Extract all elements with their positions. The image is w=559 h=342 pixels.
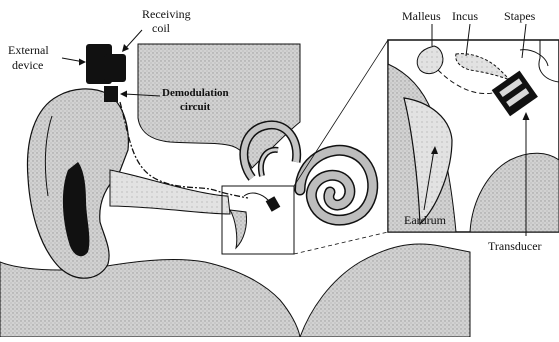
label-eardrum: Eardrum <box>404 213 447 227</box>
projection-line-bottom <box>294 232 388 254</box>
label-transducer: Transducer <box>488 239 542 253</box>
skin-tissue <box>0 260 300 337</box>
demodulation-circuit-box <box>104 86 118 102</box>
receiving-coil <box>104 54 126 82</box>
label-demodulation-circuit-line2: circuit <box>180 101 211 113</box>
cochlea <box>300 150 373 220</box>
label-receiving-coil: Receiving <box>142 7 191 21</box>
label-stapes: Stapes <box>504 9 536 23</box>
detail-box-small <box>222 186 294 254</box>
label-external-device-line2: device <box>12 58 43 72</box>
ear-canal <box>110 170 230 214</box>
label-receiving-coil-line2: coil <box>152 21 171 35</box>
arrow-demodulation-circuit <box>120 91 127 98</box>
skull-tissue <box>300 244 470 337</box>
label-external-device: External <box>8 43 49 57</box>
arrow-external-device <box>79 59 86 66</box>
label-incus: Incus <box>452 9 478 23</box>
projection-line-top <box>294 40 388 186</box>
small-transducer <box>266 196 281 211</box>
label-malleus: Malleus <box>402 9 441 23</box>
label-demodulation-circuit: Demodulation <box>162 87 229 99</box>
small-eardrum <box>230 210 247 248</box>
